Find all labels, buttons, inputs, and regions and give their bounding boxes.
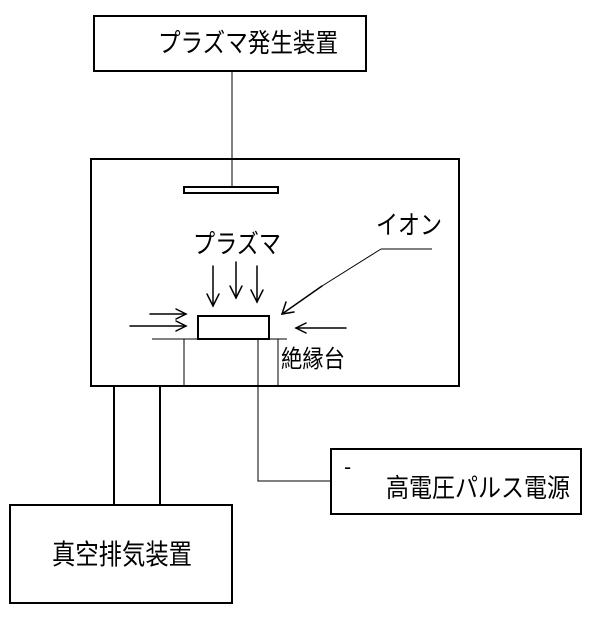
vacuum-exhaust-box: [9, 504, 233, 604]
plasma-arrow-3: [250, 265, 264, 304]
minus-sign: -: [344, 455, 351, 479]
plasma-generator-box: [93, 15, 367, 72]
insulator-stand-label: 絶縁台: [281, 345, 345, 373]
ion-arrow-diagonal: [280, 285, 323, 315]
vacuum-exhaust-label: 真空排気装置: [52, 538, 192, 571]
ion-arrow-left-upper: [149, 308, 188, 320]
hv-pulse-source-label: 高電圧パルス電源: [386, 474, 570, 504]
electrode-plate: [183, 186, 279, 194]
plasma-arrow-1: [206, 265, 220, 308]
sample-target: [197, 315, 270, 340]
vacuum-chamber: [90, 158, 460, 387]
ion-label: イオン: [376, 211, 442, 241]
plasma-generator-label: プラズマ発生装置: [158, 29, 338, 59]
ion-arrow-right: [294, 322, 347, 334]
ion-leader-line: [321, 248, 382, 287]
hv-wire: [257, 339, 331, 482]
ion-arrow-left-lower: [129, 320, 188, 332]
plasma-label: プラズマ: [193, 230, 281, 260]
plasma-arrow-2: [229, 261, 243, 300]
